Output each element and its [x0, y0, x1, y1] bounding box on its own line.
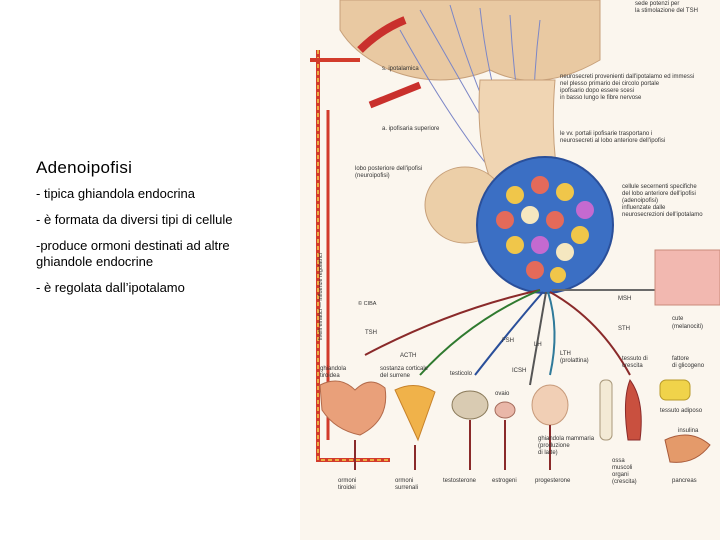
label-melanociti: (melanociti): [672, 324, 703, 330]
label-ossa-3: organi: [612, 472, 629, 478]
label-neurosecreti-3: ipofisario dopo essere scesi: [560, 88, 634, 94]
output-arrows: [354, 420, 551, 470]
bullet-2: - è formata da diversi tipi di cellule: [36, 212, 233, 227]
label-ghiandola-tiroidea-2: tiroidea: [320, 373, 340, 379]
label-testosterone: testosterone: [443, 478, 477, 484]
label-neurosecreti-4: in basso lungo le fibre nervose: [560, 95, 642, 101]
label-sth: STH: [618, 326, 630, 332]
label-fsh: FSH: [502, 338, 514, 344]
label-ossa-1: ossa: [612, 458, 625, 464]
adipose-organ: [659, 379, 691, 401]
label-ormoni-surrenali-2: surrenali: [395, 485, 418, 491]
label-cute: cute: [672, 316, 684, 322]
label-vv-portali-1: le vv. portali ipofisarie trasportano i: [560, 131, 652, 137]
label-pancreas: pancreas: [672, 478, 697, 484]
label-cellule-3: (adenoipofisi): [622, 198, 658, 204]
label-neuroipofisi: (neuroipofisi): [355, 173, 390, 179]
label-lobo-posteriore: lobo posteriore dell'ipofisi: [355, 166, 422, 172]
slide-title: Adenoipofisi: [36, 158, 133, 177]
label-cellule-1: cellule secernenti specifiche: [622, 184, 697, 190]
label-neurosecreti-1: neurosecreti provenienti dall'ipotalamo …: [560, 74, 694, 80]
artery-upper: [357, 16, 407, 53]
label-vv-portali-2: neurosecreti al lobo anteriore dell'ipof…: [560, 138, 665, 144]
ovary-organ: [494, 401, 516, 419]
pituitary-diagram: sede potenzi per la stimolazione del TSH…: [310, 0, 720, 491]
label-msh: MSH: [618, 296, 631, 302]
label-ghiandola-tiroidea-1: ghiandola: [320, 366, 347, 372]
label-fattore-1: fattore: [672, 356, 690, 362]
label-progesterone: progesterone: [535, 478, 571, 484]
label-ossa-2: muscoli: [612, 465, 632, 471]
label-lth: LTH: [560, 351, 571, 357]
label-testicolo: testicolo: [450, 371, 473, 377]
label-neurosecreti-2: nel plesso primario dei circolo portale: [560, 81, 660, 87]
anterior-lobe: [476, 156, 614, 294]
label-ormoni-tiroidei-1: ormoni: [338, 478, 356, 484]
pancreas-organ: [664, 434, 711, 463]
bullet-3: -produce ormoni destinati ad altre ghian…: [36, 238, 230, 269]
label-tessuto-crescita-1: tessuto di: [622, 356, 648, 362]
muscle-organ: [624, 378, 642, 441]
artery-lower: [368, 81, 422, 109]
label-a-ipofisaria: a. ipofisaria superiore: [382, 126, 440, 132]
label-cellule-2: del lobo anteriore dell'ipofisi: [622, 191, 696, 197]
label-ipotalamica: s. ipotalamica: [382, 66, 419, 72]
bullet-1: - tipica ghiandola endocrina: [36, 186, 195, 201]
label-corticale-1: sostanza corticale: [380, 366, 429, 372]
label-corticale-2: del surrene: [380, 373, 411, 379]
label-top-right-2: la stimolazione del TSH: [635, 8, 698, 14]
label-fattore-2: di glicogeno: [672, 363, 705, 369]
pituitary-illustration: sede potenzi per la stimolazione del TSH…: [300, 0, 720, 540]
skin-section: [654, 249, 720, 306]
label-insulina: insulina: [678, 428, 699, 434]
label-ormoni-tiroidei-2: tiroidei: [338, 485, 356, 491]
text-panel: Adenoipofisi - tipica ghiandola endocrin…: [36, 158, 256, 306]
feedback-loop-dash: [317, 50, 390, 461]
hormone-pathways: [364, 288, 655, 386]
testis-organ: [451, 390, 489, 420]
label-feedback-vertical: livelli ematici — influenze regolatrici: [318, 253, 324, 340]
breast-organ: [531, 384, 569, 426]
bullet-4: - è regolata dall’ipotalamo: [36, 280, 185, 295]
bone-organ: [599, 379, 613, 441]
thyroid-organ: [319, 380, 387, 436]
label-acth: ACTH: [400, 353, 416, 359]
hypothalamus-shape: [339, 0, 601, 81]
label-cellule-4: influenzate dalle: [622, 205, 666, 211]
label-cellule-5: neurosecrezioni dell'ipotalamo: [622, 212, 703, 218]
label-ovaio: ovaio: [495, 391, 510, 397]
label-tessuto-crescita-2: crescita: [622, 363, 643, 369]
label-tessuto-adiposo: tessuto adiposo: [660, 408, 703, 414]
label-ormoni-surrenali-1: ormoni: [395, 478, 413, 484]
secretory-cells: [496, 176, 594, 283]
label-ghiandola-mammaria-2: (produzione: [538, 443, 570, 449]
label-icsh: ICSH: [512, 368, 526, 374]
adrenal-organ: [394, 385, 436, 442]
label-ghiandola-mammaria-3: di latte): [538, 450, 558, 456]
label-top-right-1: sede potenzi per: [635, 1, 679, 7]
label-ciba: © CIBA: [358, 300, 377, 307]
label-ghiandola-mammaria-1: ghiandola mammaria: [538, 436, 595, 442]
label-lh: LH: [534, 342, 542, 348]
label-tsh: TSH: [365, 330, 377, 336]
label-prolattina: (prolattina): [560, 358, 589, 364]
label-ossa-4: (crescita): [612, 479, 637, 485]
label-estrogeni: estrogeni: [492, 478, 517, 484]
